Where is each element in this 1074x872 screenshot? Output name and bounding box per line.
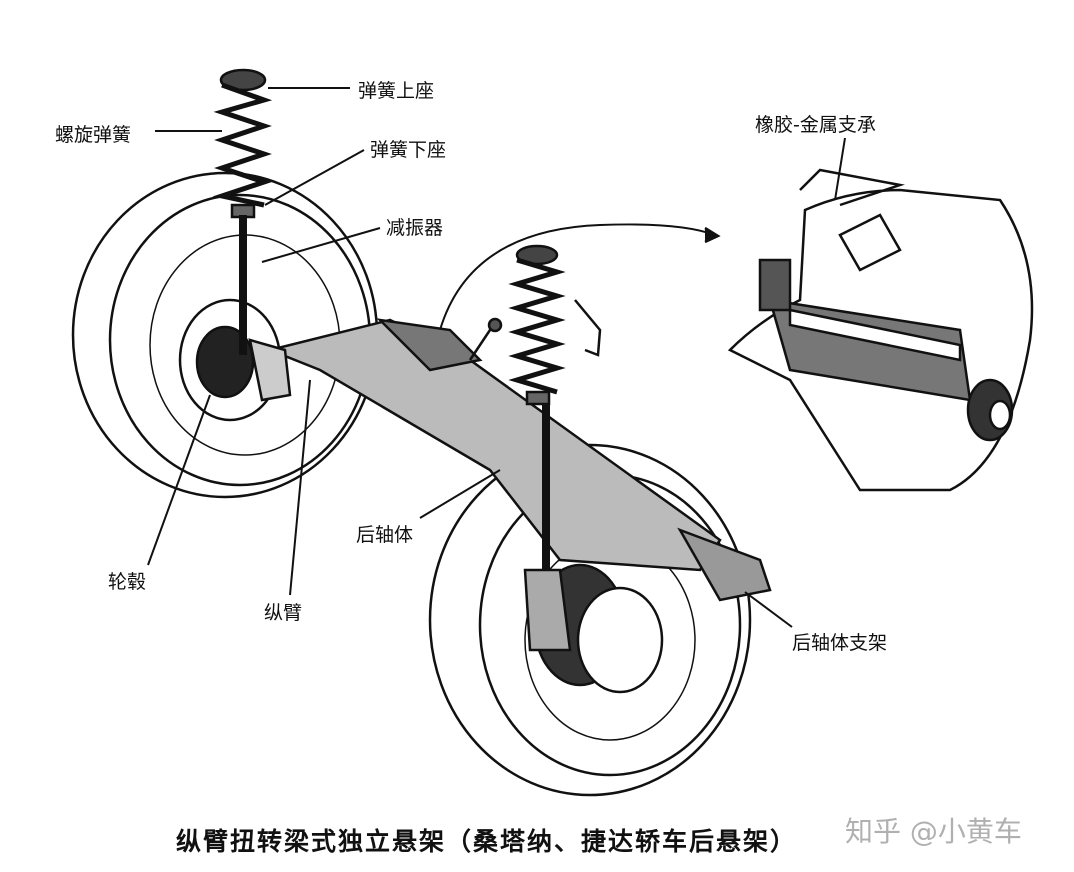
watermark: 知乎 @小黄车 [845, 815, 1022, 848]
label-shock-absorber: 减振器 [386, 217, 444, 239]
right-spring [508, 244, 602, 652]
figure-caption: 纵臂扭转梁式独立悬架（桑塔纳、捷达轿车后悬架） [176, 827, 798, 856]
label-spring-lower-seat: 弹簧下座 [370, 139, 447, 161]
label-rubber-metal-bearing: 橡胶-金属支承 [755, 114, 876, 136]
label-wheel-hub: 轮毂 [108, 571, 147, 593]
label-rear-axle-bracket: 后轴体支架 [792, 632, 888, 654]
leader-lines [147, 87, 846, 628]
torsion-beam [265, 317, 772, 602]
bearing-detail [727, 168, 1034, 492]
label-coil-spring: 螺旋弹簧 [55, 124, 132, 146]
left-spring [212, 68, 292, 402]
label-spring-upper-seat: 弹簧上座 [358, 80, 435, 102]
label-rear-axle-body: 后轴体 [356, 524, 414, 546]
label-trailing-arm: 纵臂 [264, 602, 303, 624]
